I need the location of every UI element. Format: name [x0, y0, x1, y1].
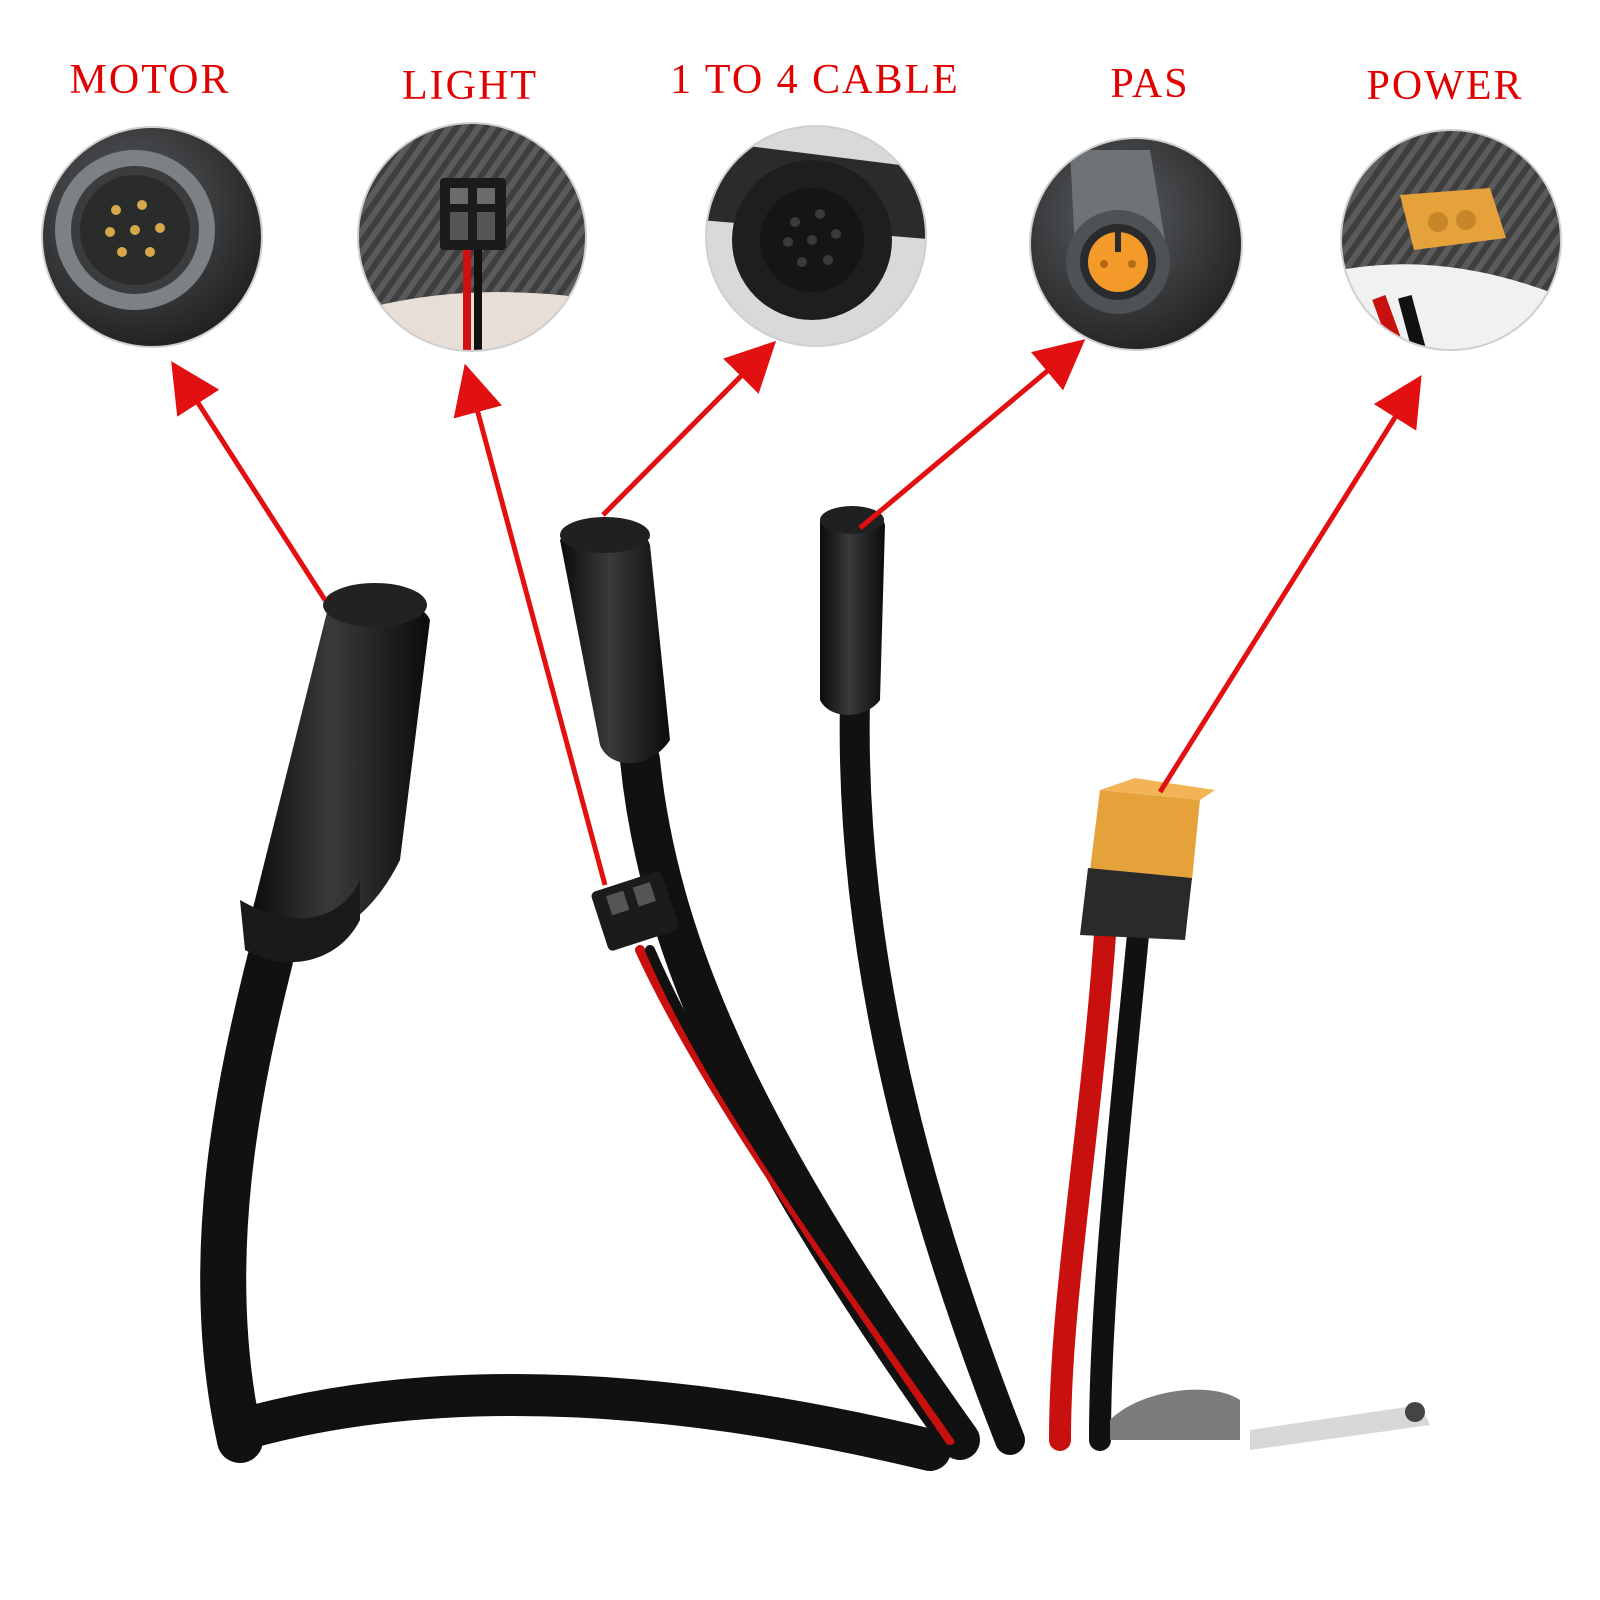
- power-arrow: [1157, 375, 1422, 794]
- one-to-four-arrow: [601, 340, 777, 517]
- one-to-four-cable-label: 1 TO 4 CABLE: [670, 57, 960, 103]
- pas-arrow: [858, 339, 1086, 530]
- motor-connector-closeup: [42, 127, 262, 347]
- light-arrow: [453, 363, 608, 886]
- power-label: POWER: [1366, 63, 1524, 109]
- cable-harness: [200, 685, 1149, 1471]
- one-to-four-connector-closeup: [706, 126, 926, 346]
- power-plug: [1080, 778, 1215, 940]
- pas-label: PAS: [1110, 61, 1190, 107]
- light-plug: [591, 871, 679, 951]
- one-to-four-plug: [560, 517, 670, 764]
- light-connector-closeup: [358, 123, 586, 351]
- motor-plug: [240, 583, 430, 963]
- pas-plug: [820, 506, 885, 715]
- light-label: LIGHT: [402, 63, 538, 109]
- pas-connector-closeup: [1030, 138, 1242, 350]
- motor-arrow: [171, 361, 328, 602]
- bracket-object: [1110, 1389, 1430, 1450]
- motor-label: MOTOR: [69, 57, 231, 103]
- power-connector-closeup: [1341, 130, 1561, 350]
- arrows: [171, 339, 1422, 886]
